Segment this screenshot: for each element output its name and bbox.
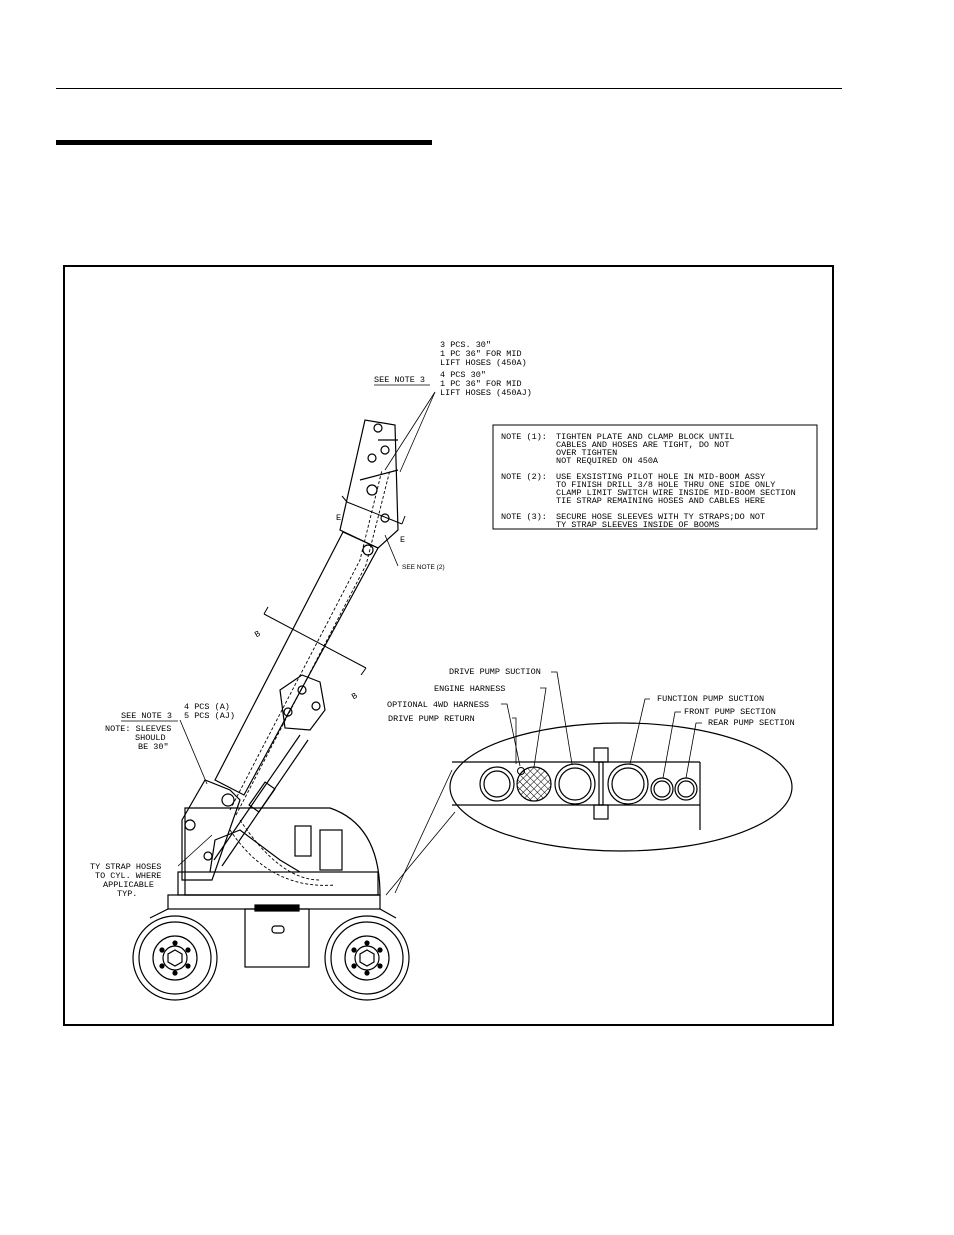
see-note-3-lower: SEE NOTE 3 [121, 711, 172, 721]
label-drive-pump-suction: DRIVE PUMP SUCTION [449, 667, 541, 677]
hose-front-pump-section [650, 777, 674, 801]
hose-drive-pump-return [479, 766, 515, 802]
chassis [149, 894, 397, 968]
see-note-3-top: SEE NOTE 3 [374, 375, 425, 385]
hose-drive-pump-suction [554, 763, 596, 805]
label-line: SHOULD [135, 733, 166, 743]
label-line: 3 PCS. 30" [440, 340, 491, 350]
label-line: BE 30" [138, 742, 169, 752]
figure-frame [63, 265, 834, 1026]
label-line: 4 PCS 30" [440, 370, 486, 380]
note-3-tag: NOTE (3): [501, 512, 547, 522]
turntable [177, 807, 381, 896]
hose-engine-harness [516, 766, 552, 802]
label-line: LIFT HOSES (450A) [440, 358, 527, 368]
front-wheel [324, 915, 410, 1001]
label-line: TYP. [117, 889, 137, 899]
note-3-line: TY STRAP SLEEVES INSIDE OF BOOMS [556, 520, 719, 530]
label-sleeves-450aj: 4 PCS 30" 1 PC 36" FOR MID LIFT HOSES (4… [440, 370, 532, 398]
label-line: LIFT HOSES (450AJ) [440, 388, 532, 398]
label-function-pump-suction: FUNCTION PUMP SUCTION [657, 694, 764, 704]
hose-function-pump-suction [607, 763, 649, 805]
label-optional-4wd-harness: OPTIONAL 4WD HARNESS [387, 700, 489, 710]
label-line: 5 PCS (AJ) [184, 711, 235, 721]
label-engine-harness: ENGINE HARNESS [434, 684, 505, 694]
label-line: TO CYL. WHERE [95, 871, 161, 881]
section-b-right-label: B [350, 691, 359, 702]
section-e-left-label: E [336, 513, 341, 523]
hose-routing [229, 469, 391, 886]
header-rule [56, 88, 842, 89]
note-1-line: CABLES AND HOSES ARE TIGHT, DO NOT [556, 440, 729, 450]
label-front-pump-section: FRONT PUMP SECTION [684, 707, 776, 717]
section-heading-rule [56, 140, 432, 145]
label-line: 4 PCS (A) [184, 702, 230, 712]
leader-lines [177, 391, 456, 896]
hose-rear-pump-section [674, 777, 698, 801]
note-2-tag: NOTE (2): [501, 472, 547, 482]
section-e-right-label: E [400, 535, 405, 545]
main-boom [214, 531, 379, 796]
label-line: 1 PC 36" FOR MID [440, 379, 522, 389]
hose-clamp-detail: DRIVE PUMP SUCTION ENGINE HARNESS OPTION… [387, 667, 795, 852]
label-line: APPLICABLE [103, 880, 154, 890]
see-note-2-label: SEE NOTE (2) [402, 564, 445, 571]
note-2-line: TIE STRAP REMAINING HOSES AND CABLES HER… [556, 496, 765, 506]
note-2-line: TO FINISH DRILL 3/8 HOLE THRU ONE SIDE O… [556, 480, 775, 490]
label-line: NOTE: SLEEVES [105, 724, 171, 734]
note-2-line: USE EXSISTING PILOT HOLE IN MID-BOOM ASS… [556, 472, 765, 482]
note-1-line: NOT REQUIRED ON 450A [556, 456, 659, 466]
note-1-line: TIGHTEN PLATE AND CLAMP BLOCK UNTIL [556, 432, 735, 442]
notes-box: NOTE (1): TIGHTEN PLATE AND CLAMP BLOCK … [492, 424, 818, 530]
note-1-tag: NOTE (1): [501, 432, 547, 442]
label-sleeves-450a: 3 PCS. 30" 1 PC 36" FOR MID LIFT HOSES (… [440, 340, 527, 368]
note-2-line: CLAMP LIMIT SWITCH WIRE INSIDE MID-BOOM … [556, 488, 796, 498]
label-line: 1 PC 36" FOR MID [440, 349, 522, 359]
note-1-line: OVER TIGHTEN [556, 448, 617, 458]
label-rear-pump-section: REAR PUMP SECTION [708, 718, 795, 728]
lift-cylinder [213, 734, 309, 867]
section-cut-e [341, 495, 406, 525]
rear-wheel [132, 915, 218, 1001]
label-drive-pump-return: DRIVE PUMP RETURN [388, 714, 475, 724]
note-3-line: SECURE HOSE SLEEVES WITH TY STRAPS;DO NO… [556, 512, 765, 522]
label-line: TY STRAP HOSES [90, 862, 161, 872]
section-cut-b [263, 606, 367, 676]
section-b-left-label: B [253, 629, 262, 640]
boom-lift-drawing [132, 391, 456, 1001]
jib-assembly [339, 419, 399, 549]
